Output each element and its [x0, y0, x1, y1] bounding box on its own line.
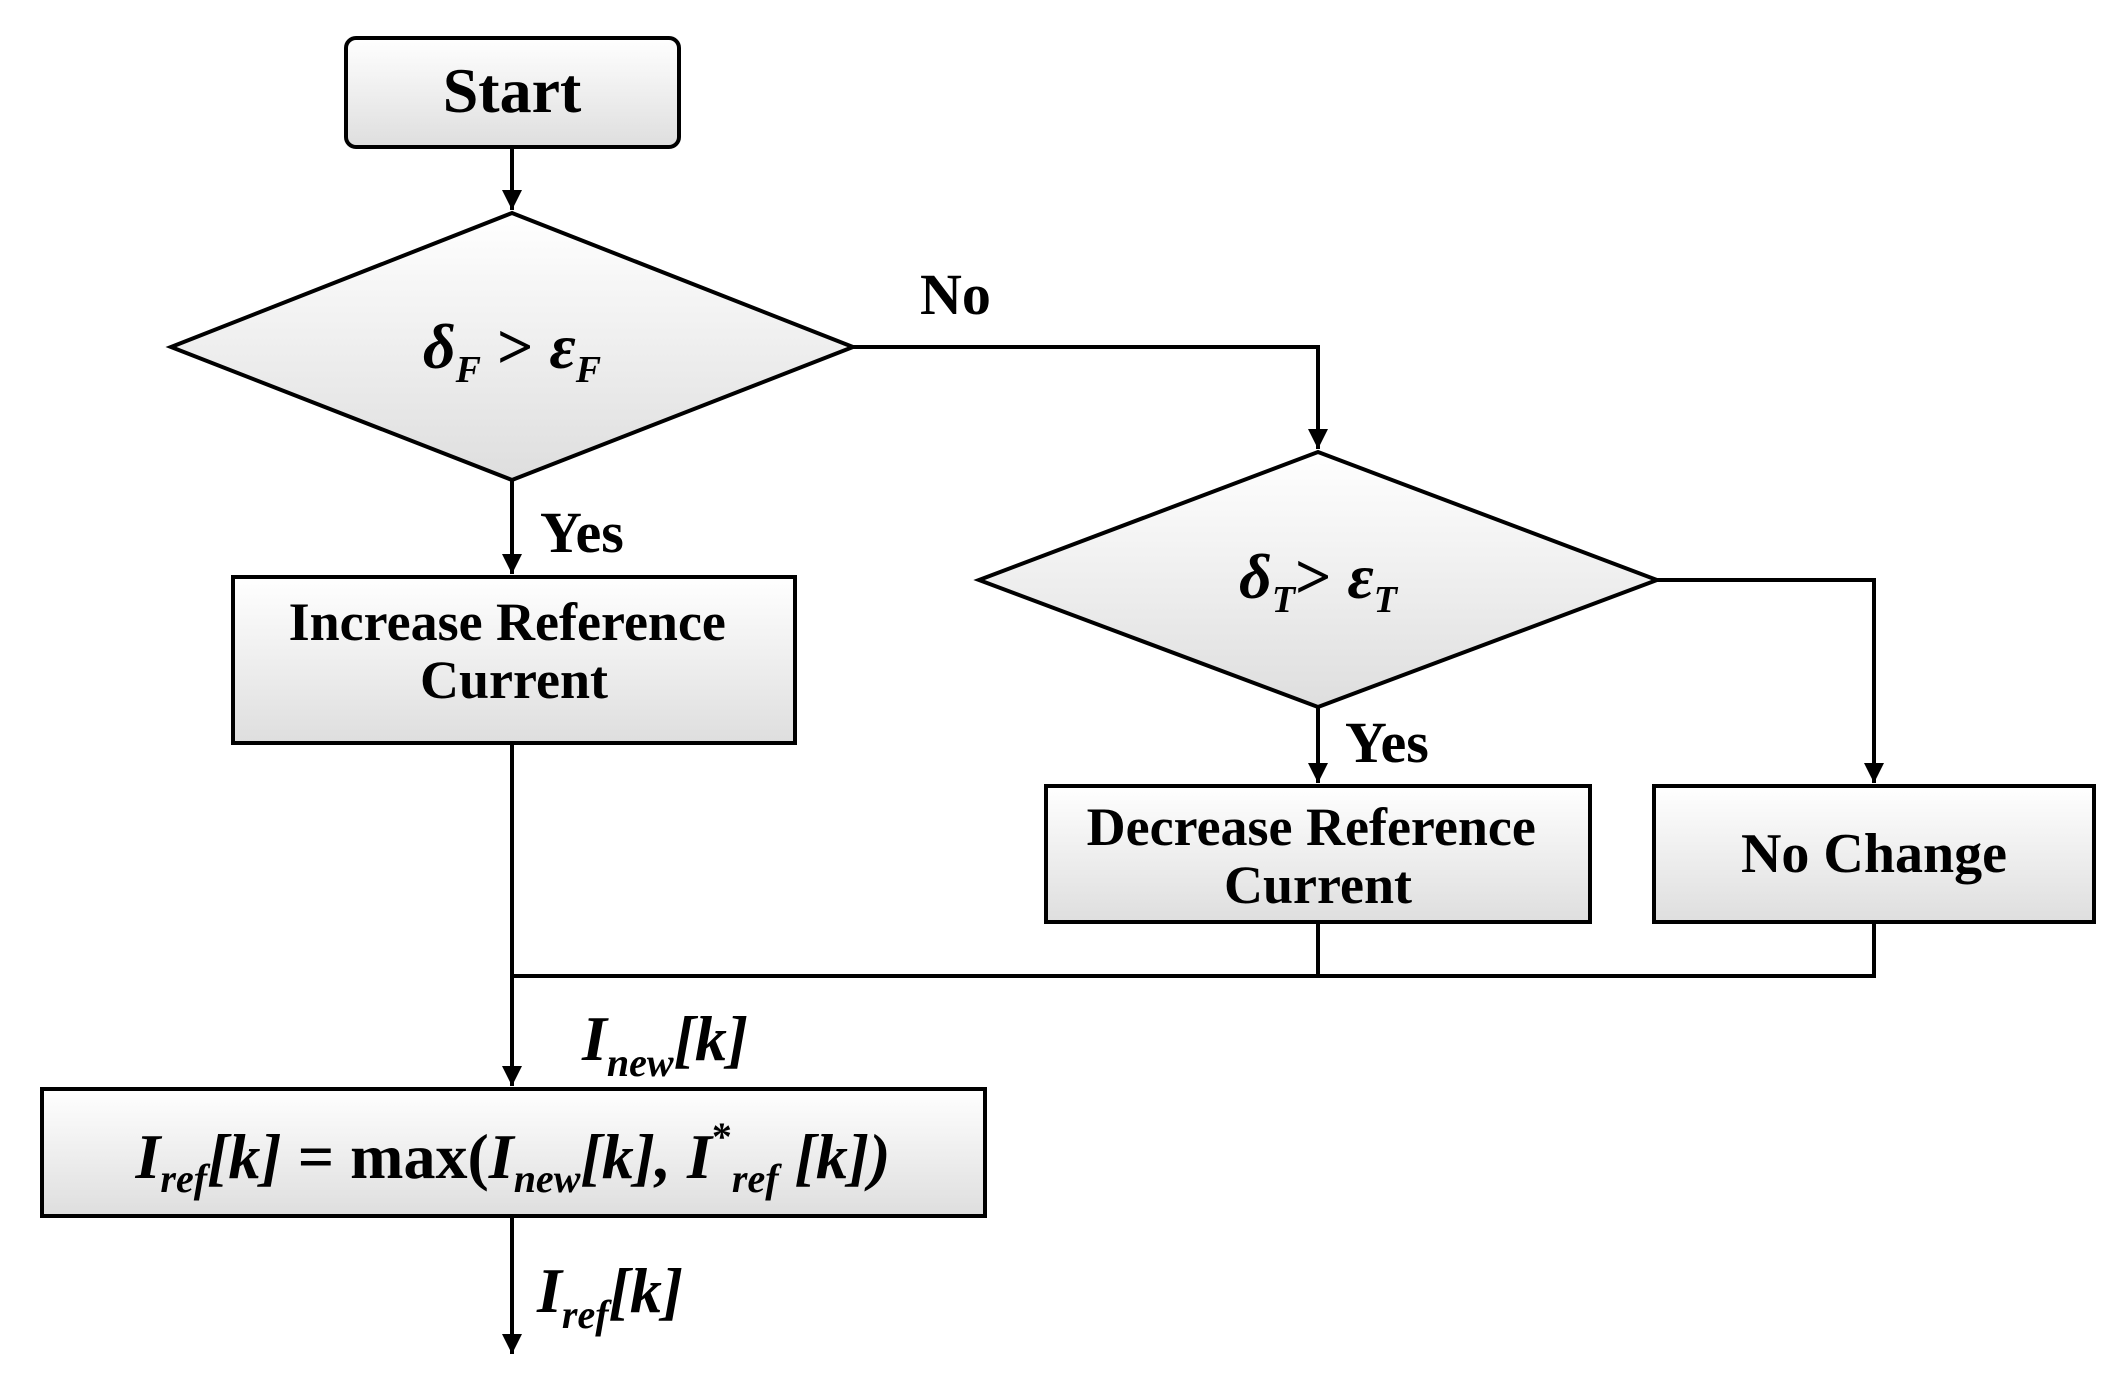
edge-label-yes-left: Yes — [540, 500, 624, 565]
increase-label: Increase Reference Current — [289, 592, 740, 710]
no-change-box — [1652, 784, 2096, 924]
edge-merge-right — [512, 922, 1876, 978]
edge-decision-temp-no — [1657, 578, 1884, 783]
edge-label-yes-right: Yes — [1345, 710, 1429, 775]
edge-label-no: No — [920, 262, 991, 327]
decision-freq-label: δF > εF — [423, 311, 601, 391]
edge-label-iref-out: Iref[k] — [536, 1255, 683, 1337]
start-label: Start — [443, 55, 582, 126]
decrease-box — [1044, 784, 1592, 924]
formula-box — [40, 1087, 987, 1218]
decrease-label: Decrease Reference Current — [1087, 797, 1550, 915]
decision-temp-label: δT> εT — [1239, 541, 1399, 621]
edge-label-inew: Inew[k] — [581, 1003, 748, 1085]
edge-decision-freq-no — [853, 345, 1328, 449]
no-change-label: No Change — [1741, 823, 2007, 885]
formula-label: Iref[k] = max(Inew[k], I*ref [k]) — [135, 1114, 891, 1201]
